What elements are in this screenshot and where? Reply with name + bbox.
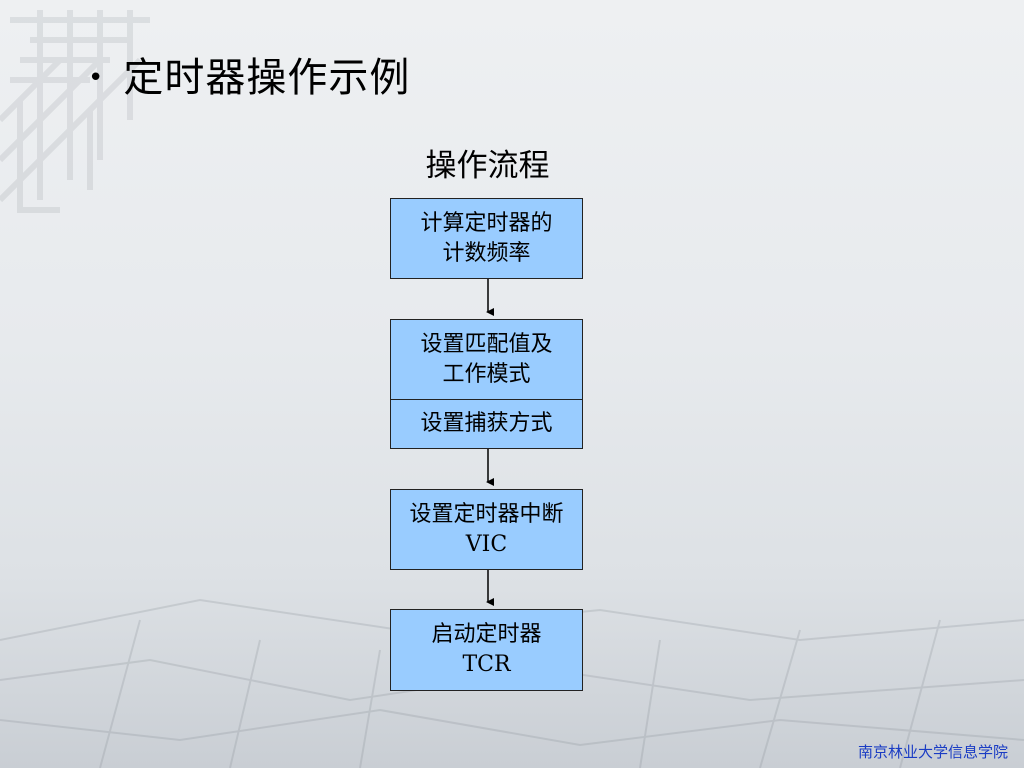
bullet-icon: • [88, 63, 104, 93]
step-label-line1: 计算定时器的 [420, 210, 553, 236]
step-label-line1: 设置捕获方式 [420, 411, 553, 437]
flowchart-heading: 操作流程 [425, 148, 550, 184]
step-label-line2: 计数频率 [442, 240, 531, 266]
step-start-timer: 启动定时器 TCR [390, 609, 583, 691]
footer-institution: 南京林业大学信息学院 [857, 743, 1008, 761]
step-compute-frequency: 计算定时器的 计数频率 [390, 198, 583, 279]
step-label-line1: 设置匹配值及 [420, 331, 553, 357]
step-capture-mode: 设置捕获方式 [390, 399, 583, 449]
slide-title: • 定时器操作示例 [88, 48, 410, 108]
step-interrupt-vic: 设置定时器中断 VIC [390, 489, 583, 570]
step-label-line2: 工作模式 [442, 361, 531, 387]
step-label-line2: TCR [462, 652, 511, 677]
step-label-line1: 设置定时器中断 [409, 501, 564, 527]
step-label-line2: VIC [465, 531, 508, 557]
step-match-mode: 设置匹配值及 工作模式 [390, 319, 583, 400]
step-label-line1: 启动定时器 [431, 622, 542, 648]
title-text: 定时器操作示例 [123, 55, 411, 101]
